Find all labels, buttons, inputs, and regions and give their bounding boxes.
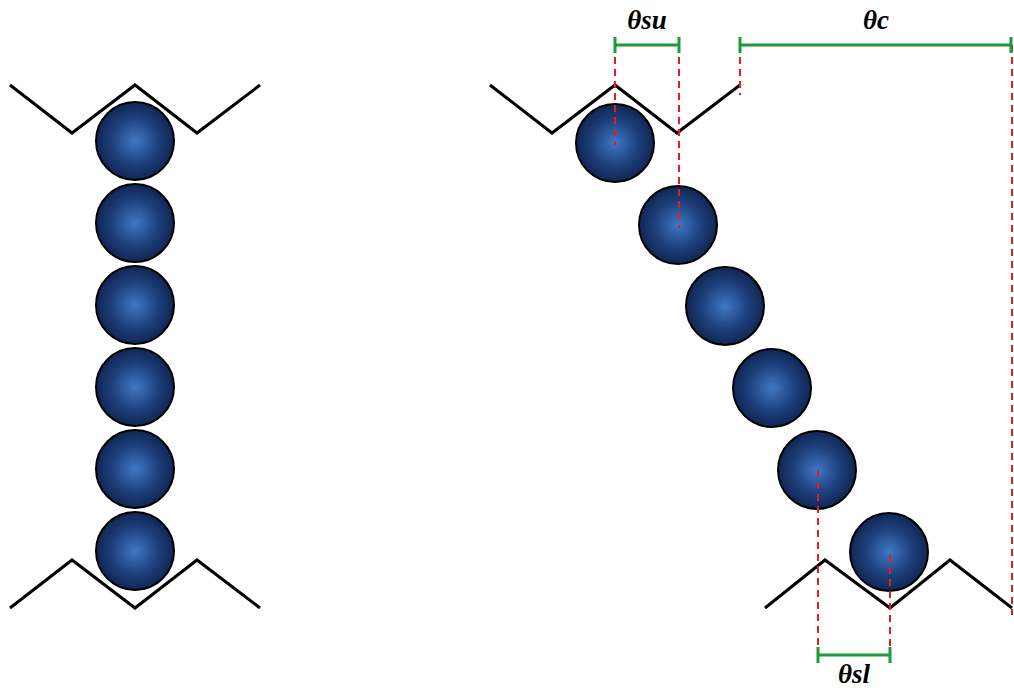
angle-brackets [615, 37, 1012, 663]
wall-zigzags [10, 85, 1012, 608]
reference-lines [615, 45, 1012, 655]
angle-label: θsl [838, 658, 870, 689]
spheres [96, 102, 928, 591]
angle-label: θc [863, 5, 889, 36]
angle-label: θsu [627, 5, 667, 36]
